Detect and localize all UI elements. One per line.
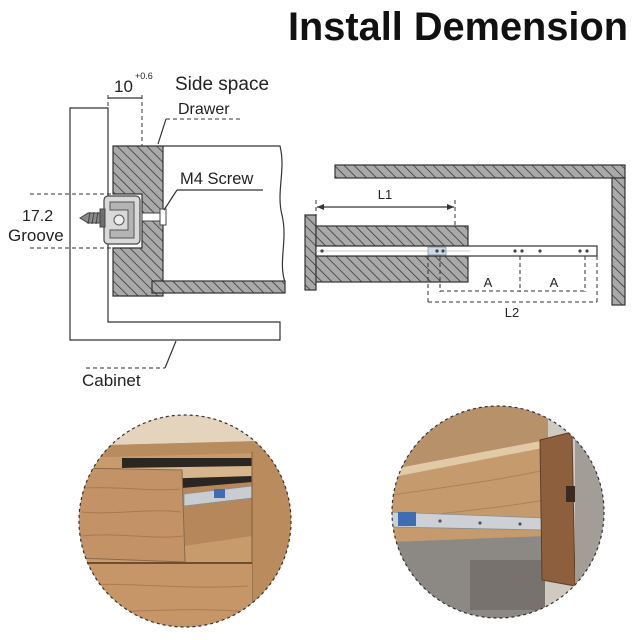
right-photo-frame [391, 405, 605, 619]
cabinet-side-panel [252, 452, 291, 627]
groove-label: Groove [8, 226, 64, 245]
drawer-side-upper [315, 225, 469, 247]
open-drawer-photo [79, 415, 291, 627]
drawer-bottom-section [151, 280, 286, 294]
slide-closeup-photo [392, 406, 604, 618]
groove-value: 17.2 [22, 208, 53, 225]
page-title: Install Demension [288, 5, 628, 49]
side-space-label: Side space [175, 74, 269, 95]
side-view-diagram: L1 A A L2 [304, 164, 626, 320]
drawer-interior-outline [163, 145, 286, 283]
slide-rail [315, 245, 598, 257]
drawer-front [79, 467, 186, 563]
m4-screw-label: M4 Screw [180, 170, 253, 188]
side-gap-tolerance: +0.6 [135, 71, 153, 81]
a-label-1: A [484, 275, 493, 290]
drawer-side-lower [315, 255, 469, 283]
side-gap-value: 10 [114, 77, 133, 96]
cabinet-back-panel [611, 177, 626, 306]
m4-screw-leader-line [163, 189, 178, 211]
l2-label: L2 [505, 305, 519, 320]
drawer-leader-line [157, 118, 167, 145]
cabinet-top-panel [334, 164, 626, 179]
m4-screw-icon [141, 208, 167, 226]
drawer-label: Drawer [178, 101, 230, 118]
left-photo-frame [78, 414, 292, 628]
a-label-2: A [550, 275, 559, 290]
cross-section-diagram: 10 +0.6 Side space Drawer 17.2 Groove [8, 71, 286, 390]
cabinet-label: Cabinet [82, 371, 141, 390]
cabinet-screw-icon [79, 208, 106, 228]
cabinet-outline [69, 107, 281, 341]
cabinet-leader-line [164, 340, 177, 369]
countertop [79, 415, 291, 446]
lower-drawer [79, 562, 252, 627]
slide-rail-profile [103, 195, 141, 245]
drawer-front-section [304, 214, 317, 291]
l1-label: L1 [378, 187, 392, 202]
drawer-front [539, 431, 576, 587]
